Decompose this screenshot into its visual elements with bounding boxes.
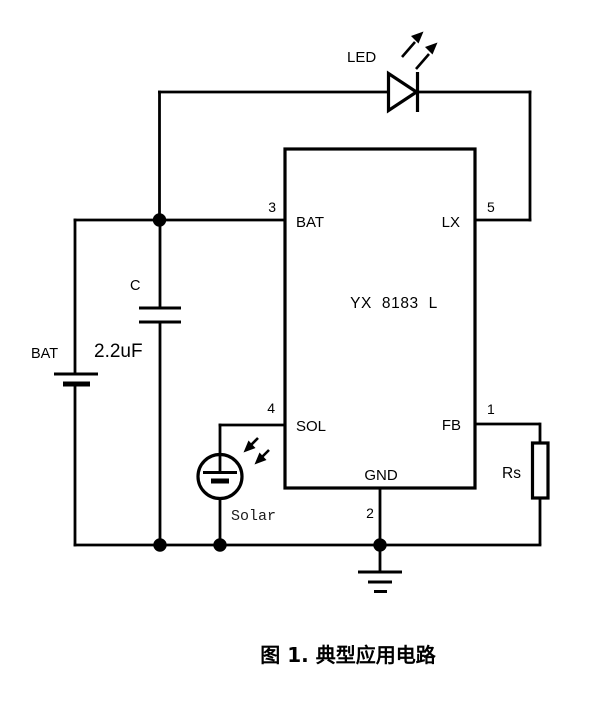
solar-cell-label: Solar bbox=[231, 508, 276, 525]
resistor-body bbox=[530, 441, 550, 500]
pin-label-bat: BAT bbox=[296, 214, 324, 231]
pin-label-lx: LX bbox=[442, 214, 460, 231]
solar-cell-symbol: Solar bbox=[196, 437, 276, 525]
pin-label-sol: SOL bbox=[296, 418, 326, 435]
figure-caption: 图 1. 典型应用电路 bbox=[260, 643, 436, 667]
resistor-label: Rs bbox=[502, 465, 521, 482]
ic-outline bbox=[283, 147, 477, 490]
solar-light-arrows-icon bbox=[243, 437, 270, 465]
capacitor-label: C bbox=[130, 278, 140, 294]
junction-dot bbox=[153, 538, 167, 552]
led-symbol: LED bbox=[347, 31, 438, 114]
wires bbox=[73, 90, 542, 572]
capacitor-symbol: C 2.2uF bbox=[94, 278, 181, 362]
junction-dot bbox=[373, 538, 387, 552]
pin-number-gnd: 2 bbox=[366, 505, 374, 521]
ic-part-number: YX 8183 L bbox=[350, 295, 438, 312]
battery-symbol: BAT bbox=[31, 346, 98, 387]
solar-cell-circle bbox=[196, 452, 244, 501]
junction-dots bbox=[152, 213, 387, 552]
led-triangle bbox=[386, 70, 420, 114]
junction-dot bbox=[152, 213, 167, 227]
pin-number-sol: 4 bbox=[267, 400, 275, 416]
ground-symbol bbox=[358, 570, 402, 593]
resistor-symbol: Rs bbox=[502, 441, 550, 500]
pin-label-gnd: GND bbox=[364, 467, 398, 484]
led-emission-arrows-icon bbox=[401, 31, 438, 70]
ic-block: YX 8183 L 3 BAT 5 LX 4 SOL 1 FB GND 2 bbox=[267, 147, 495, 521]
capacitor-value: 2.2uF bbox=[94, 341, 143, 362]
pin-number-lx: 5 bbox=[487, 199, 495, 215]
junction-dot bbox=[213, 538, 227, 552]
pin-label-fb: FB bbox=[442, 417, 461, 434]
pin-number-bat: 3 bbox=[268, 199, 276, 215]
led-label: LED bbox=[347, 49, 376, 66]
pin-number-fb: 1 bbox=[487, 401, 495, 417]
battery-label: BAT bbox=[31, 346, 58, 362]
